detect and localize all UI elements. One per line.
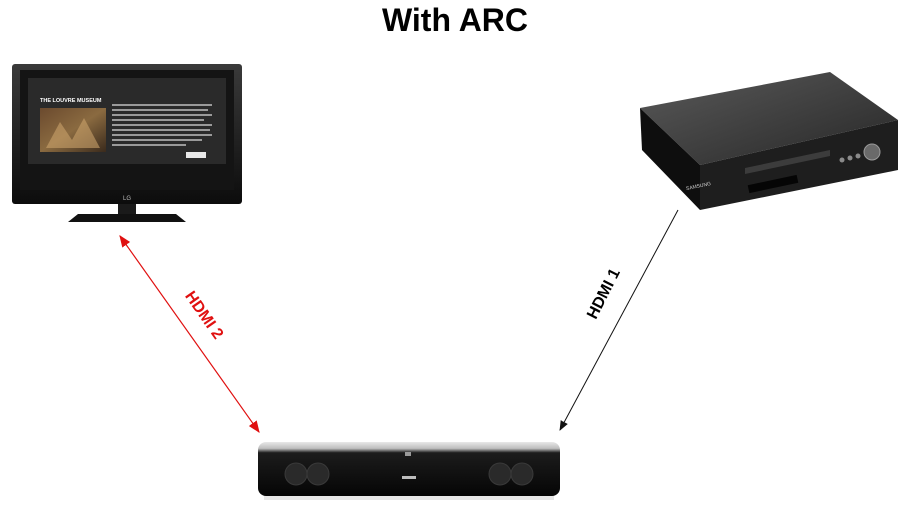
tv-screen-text-lines bbox=[112, 104, 212, 146]
hdmi1-arrow bbox=[559, 209, 679, 431]
tv: THE LOUVRE MUSEUM LG bbox=[12, 64, 242, 222]
player: SAMSUNG bbox=[640, 72, 898, 210]
player-top bbox=[640, 72, 898, 165]
player-disc-tray bbox=[747, 174, 799, 194]
speaker-grilles bbox=[284, 462, 534, 486]
soundbar bbox=[258, 442, 560, 500]
tv-brand: LG bbox=[123, 196, 131, 202]
tv-screen-heading: THE LOUVRE MUSEUM bbox=[40, 98, 102, 104]
soundbar-shadow bbox=[264, 496, 554, 500]
hdmi1-label: HDMI 1 bbox=[584, 266, 624, 322]
hdmi2-label: HDMI 2 bbox=[181, 288, 226, 342]
hdmi2-arrow bbox=[119, 235, 260, 433]
tv-screen-button bbox=[186, 152, 206, 158]
player-side bbox=[640, 108, 700, 210]
tv-neck bbox=[118, 204, 136, 214]
soundbar-body bbox=[258, 442, 560, 496]
player-dial bbox=[863, 143, 881, 161]
diagram-title: With ARC bbox=[381, 2, 529, 38]
player-brand: SAMSUNG bbox=[686, 181, 712, 192]
tv-stand bbox=[68, 214, 186, 222]
